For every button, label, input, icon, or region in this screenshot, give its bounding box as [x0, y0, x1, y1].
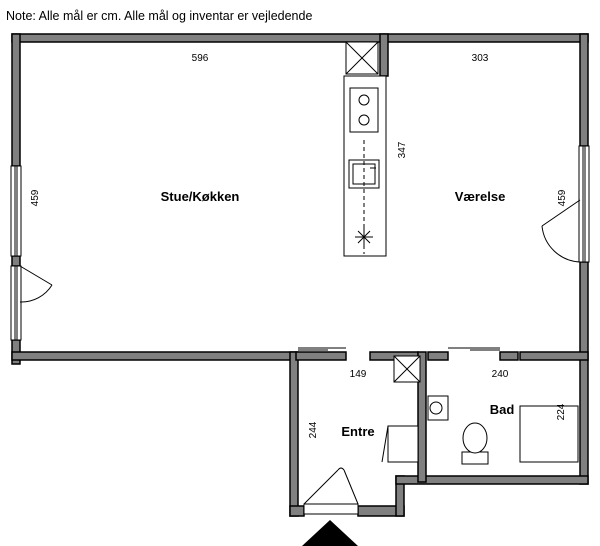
room-label-living-kitchen: Stue/Køkken [161, 189, 240, 204]
dim-living-depth: 459 [30, 189, 41, 206]
room-label-bathroom: Bad [490, 402, 515, 417]
room-label-entrance: Entre [341, 424, 374, 439]
dim-entrance-width: 149 [350, 369, 367, 380]
window-left-upper [10, 165, 22, 257]
door-openings [298, 347, 500, 351]
hob-icon [349, 87, 379, 133]
toilet-icon [461, 422, 489, 465]
shaft-bath-icon [393, 355, 421, 383]
shaft-kitchen-icon [345, 41, 379, 75]
dim-bath-depth: 224 [556, 403, 567, 420]
door-swing-left [19, 265, 53, 303]
plan-note: Note: Alle mål er cm. Alle mål og invent… [6, 9, 312, 23]
room-label-bedroom: Værelse [455, 189, 506, 204]
kitchen-counter [343, 75, 387, 257]
appliance-star-icon [355, 228, 373, 246]
entrance-arrow-icon [302, 520, 358, 546]
window-right [578, 145, 590, 263]
dim-entrance-depth: 244 [308, 421, 319, 438]
door-swing-right [541, 199, 581, 263]
outer-walls [11, 33, 589, 517]
entrance-cabinet [381, 425, 419, 463]
dim-living-width: 596 [192, 53, 209, 64]
sink-icon [348, 159, 380, 189]
dim-bedroom-depth: 459 [557, 189, 568, 206]
dim-bath-width: 240 [492, 369, 509, 380]
washbasin-icon [427, 395, 449, 421]
entrance-door [303, 467, 359, 515]
dim-bedroom-width: 303 [472, 53, 489, 64]
shower-area [519, 405, 579, 463]
window-left-lower [10, 265, 22, 341]
dim-kitchen-length: 347 [397, 141, 408, 158]
